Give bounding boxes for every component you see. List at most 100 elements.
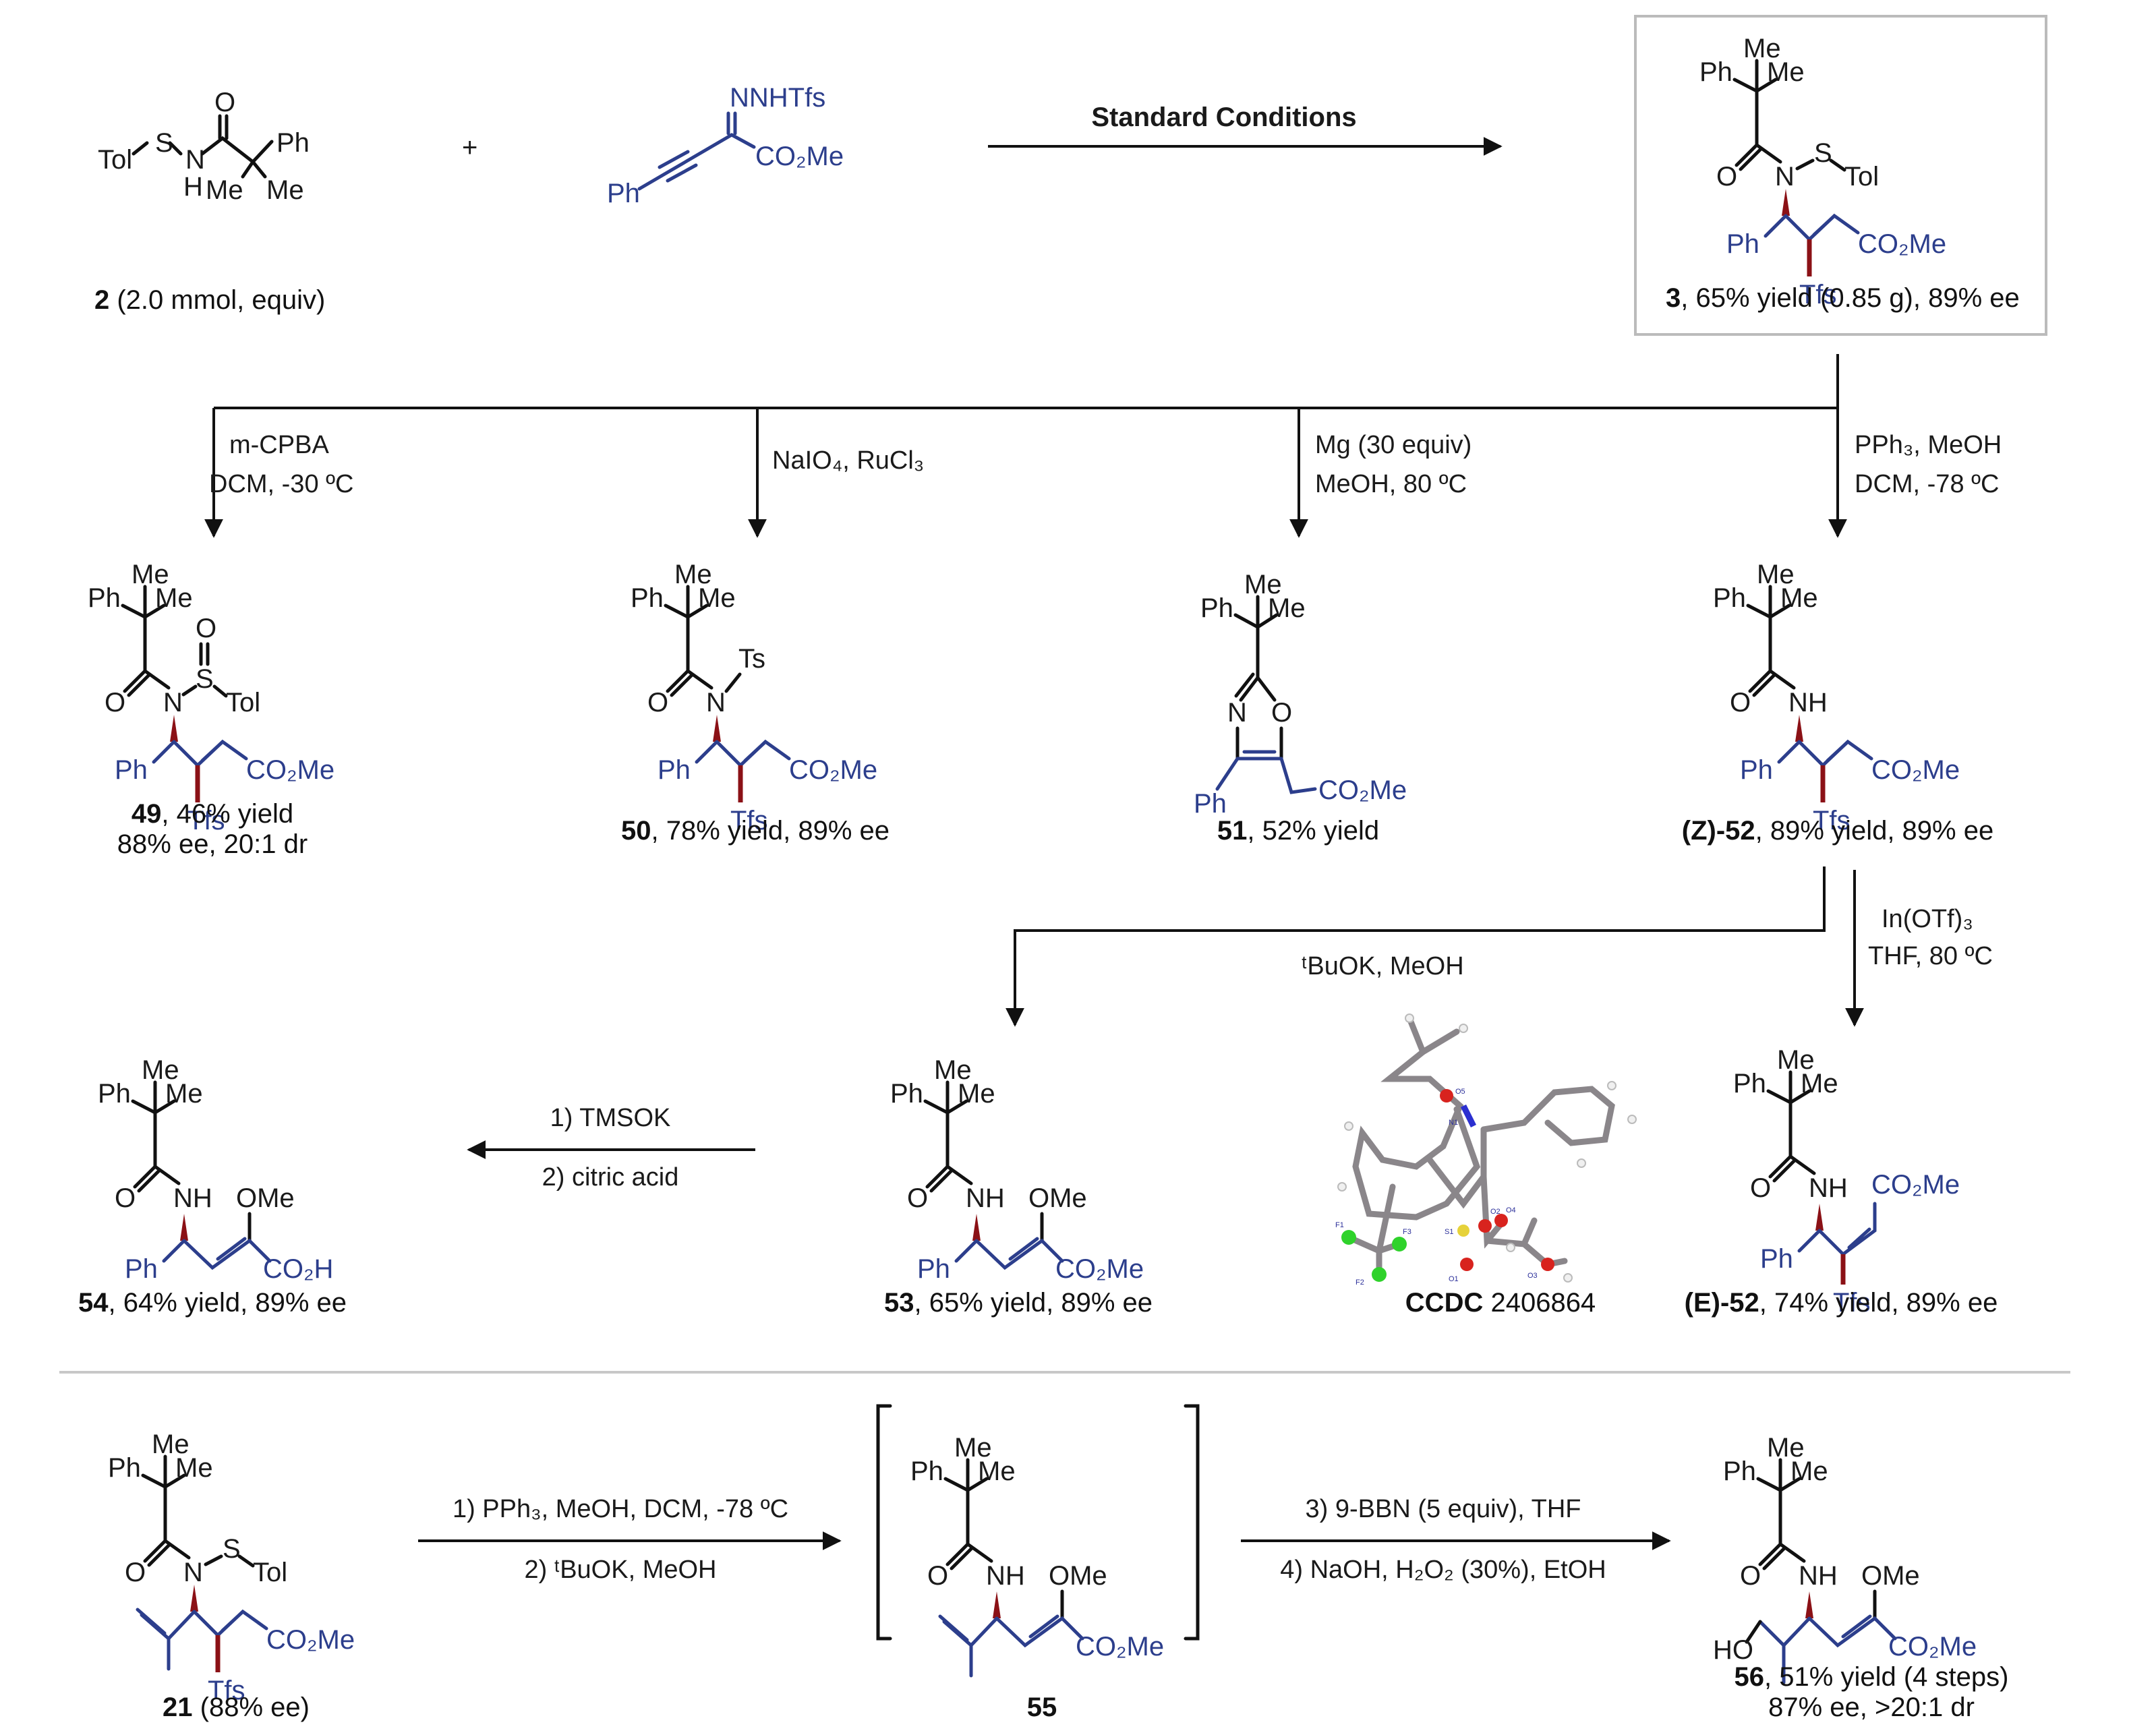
compound-caption: , 64% yield, 89% ee <box>108 1288 347 1318</box>
bond <box>1758 1614 1897 1684</box>
atom-label: O <box>1730 688 1751 717</box>
compound-caption: (2.0 mmol, equiv) <box>109 285 325 315</box>
compound-caption: , 65% yield (0.85 g), 89% ee <box>1681 283 2020 313</box>
atom-label: CO₂Me <box>755 142 844 171</box>
compound-number: 55 <box>1027 1693 1057 1722</box>
bond <box>141 1454 186 1543</box>
compound-number: (Z)-52 <box>1682 816 1755 846</box>
atom-label: N1 <box>1449 1119 1458 1127</box>
atom-label: Ph <box>1713 583 1746 613</box>
svg-text:21 (88% ee): 21 (88% ee) <box>163 1693 310 1722</box>
atom-label: Me <box>934 1055 972 1085</box>
atom-label: CO₂Me <box>1076 1632 1164 1662</box>
atom-label: NH <box>986 1561 1025 1591</box>
bond <box>923 1080 968 1169</box>
atom-label: Me <box>152 1430 190 1459</box>
atom-label: O2 <box>1490 1208 1501 1216</box>
atom-label: Ph <box>98 1079 131 1109</box>
svg-text:(Z)-52, 89% yield, 89% ee: (Z)-52, 89% yield, 89% ee <box>1682 816 1993 846</box>
svg-text:50, 78% yield, 89% ee: 50, 78% yield, 89% ee <box>621 816 890 846</box>
atom-label: Me <box>1757 560 1795 589</box>
atom-label: OMe <box>236 1183 295 1213</box>
bond <box>1766 1070 1811 1158</box>
atom-label: Tfs <box>1799 280 1837 310</box>
atom-label: CO₂Me <box>789 755 877 785</box>
compound-number: 53 <box>884 1288 914 1318</box>
atom-label: Ph <box>108 1453 141 1483</box>
bracket <box>876 1404 1200 1641</box>
atom-label: Ph <box>890 1079 923 1109</box>
branch-connectors <box>204 354 1847 538</box>
atom-label: Tol <box>226 688 260 717</box>
compound-number: 2 <box>94 285 109 315</box>
bond <box>1233 595 1279 680</box>
atom-label: Ph <box>658 755 691 785</box>
atom-label: Ph <box>910 1457 943 1486</box>
arrow-label: Standard Conditions <box>1091 102 1356 132</box>
atom-label: Me <box>1743 34 1781 63</box>
bond <box>938 1614 1084 1678</box>
svg-text:54, 64% yield, 89% ee: 54, 64% yield, 89% ee <box>78 1288 347 1318</box>
atom-label: F2 <box>1356 1278 1364 1287</box>
atom-label: Ph <box>1723 1457 1756 1486</box>
atom-label: OMe <box>1049 1561 1107 1591</box>
bond <box>1735 143 1782 171</box>
atom-label: Ts <box>738 644 765 674</box>
atom-label: O5 <box>1455 1088 1465 1096</box>
bond <box>1797 1202 1877 1257</box>
branch-52-condition-1: PPh₃, MeOH <box>1855 431 2002 459</box>
atom-label: Me <box>132 560 169 589</box>
bond <box>1777 739 1873 768</box>
step12-condition-1: 1) PPh₃, MeOH, DCM, -78 ºC <box>453 1495 788 1523</box>
atom-label: Ph <box>125 1254 158 1284</box>
bond <box>954 1237 1064 1270</box>
atom-label: Me <box>674 560 712 589</box>
atom-label: Ph <box>607 179 640 208</box>
atom-label: OMe <box>1028 1183 1087 1213</box>
branch-50-condition-1: NaIO₄, RuCl₃ <box>772 446 924 475</box>
atom-label: N <box>185 145 205 175</box>
stereo-wedge <box>713 715 721 742</box>
atom-label: F1 <box>1335 1221 1344 1229</box>
atom-label: N <box>1227 698 1247 728</box>
atom-label: H <box>183 172 203 202</box>
crystal-structure: O5 N1 O2 O4 S1 F1 F3 F2 O1 O3 <box>1335 1013 1637 1287</box>
atom-label: NNHTfs <box>730 83 825 113</box>
stereo-wedge <box>1795 715 1803 742</box>
atom-label: Ph <box>276 128 310 158</box>
compound-caption: , 65% yield, 89% ee <box>914 1288 1153 1318</box>
atom-label: OMe <box>1861 1561 1920 1591</box>
atom-label: Tol <box>1844 162 1879 192</box>
tmsok-condition-1: 1) TMSOK <box>550 1104 671 1132</box>
atom-label: CO₂Me <box>246 755 334 785</box>
atom-label: O <box>1750 1173 1771 1203</box>
plus-sign: + <box>462 133 477 163</box>
inotf-condition-1: In(OTf)₃ <box>1882 905 1973 933</box>
stereo-wedge <box>1782 189 1790 216</box>
bond <box>1795 158 1846 172</box>
compound-number: CCDC <box>1405 1288 1484 1318</box>
atom-label: O <box>214 88 235 117</box>
compound-caption-2: 87% ee, >20:1 dr <box>1768 1693 1975 1722</box>
atom-label: CO₂Me <box>1318 775 1407 805</box>
compound-caption: , 46% yield <box>161 799 293 829</box>
atom-label: O <box>105 688 125 717</box>
compound-number: 3 <box>1666 283 1681 313</box>
bond <box>1732 59 1778 147</box>
svg-text:51, 52% yield: 51, 52% yield <box>1217 816 1379 846</box>
atom-label: NH <box>1788 688 1828 717</box>
atom-label: NH <box>173 1183 212 1213</box>
compound-caption: , 89% yield, 89% ee <box>1755 816 1994 846</box>
bond <box>204 1554 255 1568</box>
atom-label: O <box>196 614 216 643</box>
atom-label: O <box>927 1561 948 1591</box>
atom-label: Ph <box>1760 1244 1793 1274</box>
atom-label: Ph <box>1726 229 1759 259</box>
